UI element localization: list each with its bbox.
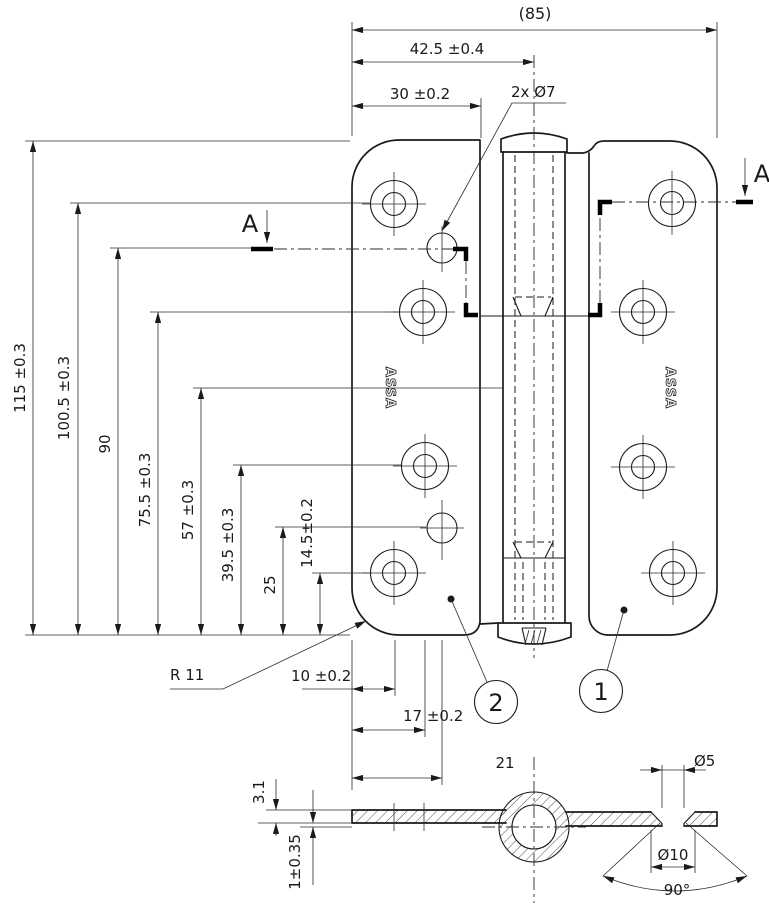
balloon-1: 1: [578, 606, 628, 714]
dim-text-14-5: 14.5±0.2: [298, 498, 316, 568]
dim-text-115: 115 ±0.3: [11, 343, 29, 413]
thickness-dimensions: 3.1 1±0.35: [250, 779, 352, 890]
radius-leader: [170, 620, 367, 690]
dim-text-10: 10 ±0.2: [291, 667, 351, 685]
knuckle-joint-upper-chamfer: [512, 296, 554, 317]
top-dimensions: (85) 42.5 ±0.4 30 ±0.2 2x Ø7: [351, 4, 718, 232]
balloon-2: 2: [447, 595, 519, 725]
dim-text-42-5: 42.5 ±0.4: [410, 40, 485, 58]
screw-hole: [362, 172, 426, 236]
extension-lines: [351, 640, 443, 790]
right-leaf-section-outline: [565, 811, 718, 827]
screw-hole: [362, 541, 426, 605]
angle-dimension: 90°: [602, 822, 748, 899]
screw-hole: [641, 541, 705, 605]
extension-lines: [351, 22, 718, 138]
screw-hole: [611, 435, 675, 499]
section-label-left: A: [242, 210, 259, 238]
main-view: A A ASSA ASSA 2 1: [242, 55, 769, 725]
dowel-holes: [420, 226, 464, 560]
dim-text-25: 25: [261, 575, 279, 594]
dim-text-o10: Ø10: [658, 846, 689, 864]
section-view: 3.1 1±0.35 Ø5 Ø10 90°: [250, 752, 748, 903]
screw-hole: [393, 434, 457, 498]
left-leaf-bottom-step: [479, 622, 499, 625]
right-leaf-outline: [566, 140, 718, 636]
screw-hole: [611, 280, 675, 344]
hole-callout-text: 2x Ø7: [511, 83, 556, 101]
pin-cap-bottom: [497, 622, 572, 645]
dim-text-100-5: 100.5 ±0.3: [55, 356, 73, 440]
reference-lines: [258, 809, 352, 828]
right-leaf-section-hatch: [566, 812, 717, 826]
screw-holes: [362, 171, 705, 605]
barrel-hidden-lines: [514, 155, 554, 620]
pin-crimp-hatch: [524, 629, 542, 645]
section-label-right: A: [754, 160, 769, 188]
dim-text-90deg: 90°: [664, 881, 691, 899]
knuckle-joint-lower-chamfer: [512, 541, 554, 559]
brand-logo-right: ASSA: [662, 367, 677, 409]
angle-legs: [602, 822, 748, 877]
dim-text-1-035: 1±0.35: [286, 834, 304, 890]
dim-text-o5: Ø5: [694, 752, 715, 770]
screw-hole: [647, 171, 697, 235]
hole-callout-leader: [441, 102, 566, 232]
left-leaf-outline: [351, 139, 481, 636]
angle-arc: [602, 875, 748, 892]
countersink-profile: [650, 811, 696, 826]
dim-text-85: (85): [519, 4, 552, 23]
screw-hole: [391, 280, 455, 344]
extension-lines: [661, 765, 685, 808]
countersink-dimension: Ø10: [650, 830, 696, 873]
countersink-cutout: [650, 811, 696, 827]
dim-text-30: 30 ±0.2: [390, 85, 450, 103]
section-hole-centerlines: [393, 803, 425, 831]
dim-text-39-5: 39.5 ±0.3: [219, 508, 237, 583]
reference-lines: [25, 140, 503, 636]
dim-text-90: 90: [96, 434, 114, 453]
dim-text-3-1: 3.1: [250, 780, 268, 804]
dim-text-21: 21: [495, 754, 514, 772]
dim-text-17: 17 ±0.2: [403, 707, 463, 725]
dim-text-75-5: 75.5 ±0.3: [136, 453, 154, 528]
left-dimension-stack: 115 ±0.3 100.5 ±0.3 90 75.5 ±0.3 57 ±0.3…: [11, 140, 503, 636]
left-leaf-section-outline: [351, 809, 507, 824]
balloon-number: 1: [593, 678, 608, 706]
balloon-number: 2: [488, 689, 503, 717]
dowel-hole: [420, 500, 464, 560]
pin-cap-top: [500, 132, 568, 153]
dim-text-57: 57 ±0.3: [179, 480, 197, 540]
bottom-dimensions: R 11 10 ±0.2 17 ±0.2 21: [170, 620, 515, 790]
left-leaf-section-hatch: [352, 810, 506, 823]
dim-text-r11: R 11: [170, 666, 204, 684]
section-cut-line: A A: [242, 158, 769, 318]
hinge-pin-barrel: [480, 55, 588, 658]
pin-hole-dimension: Ø5: [640, 752, 715, 808]
